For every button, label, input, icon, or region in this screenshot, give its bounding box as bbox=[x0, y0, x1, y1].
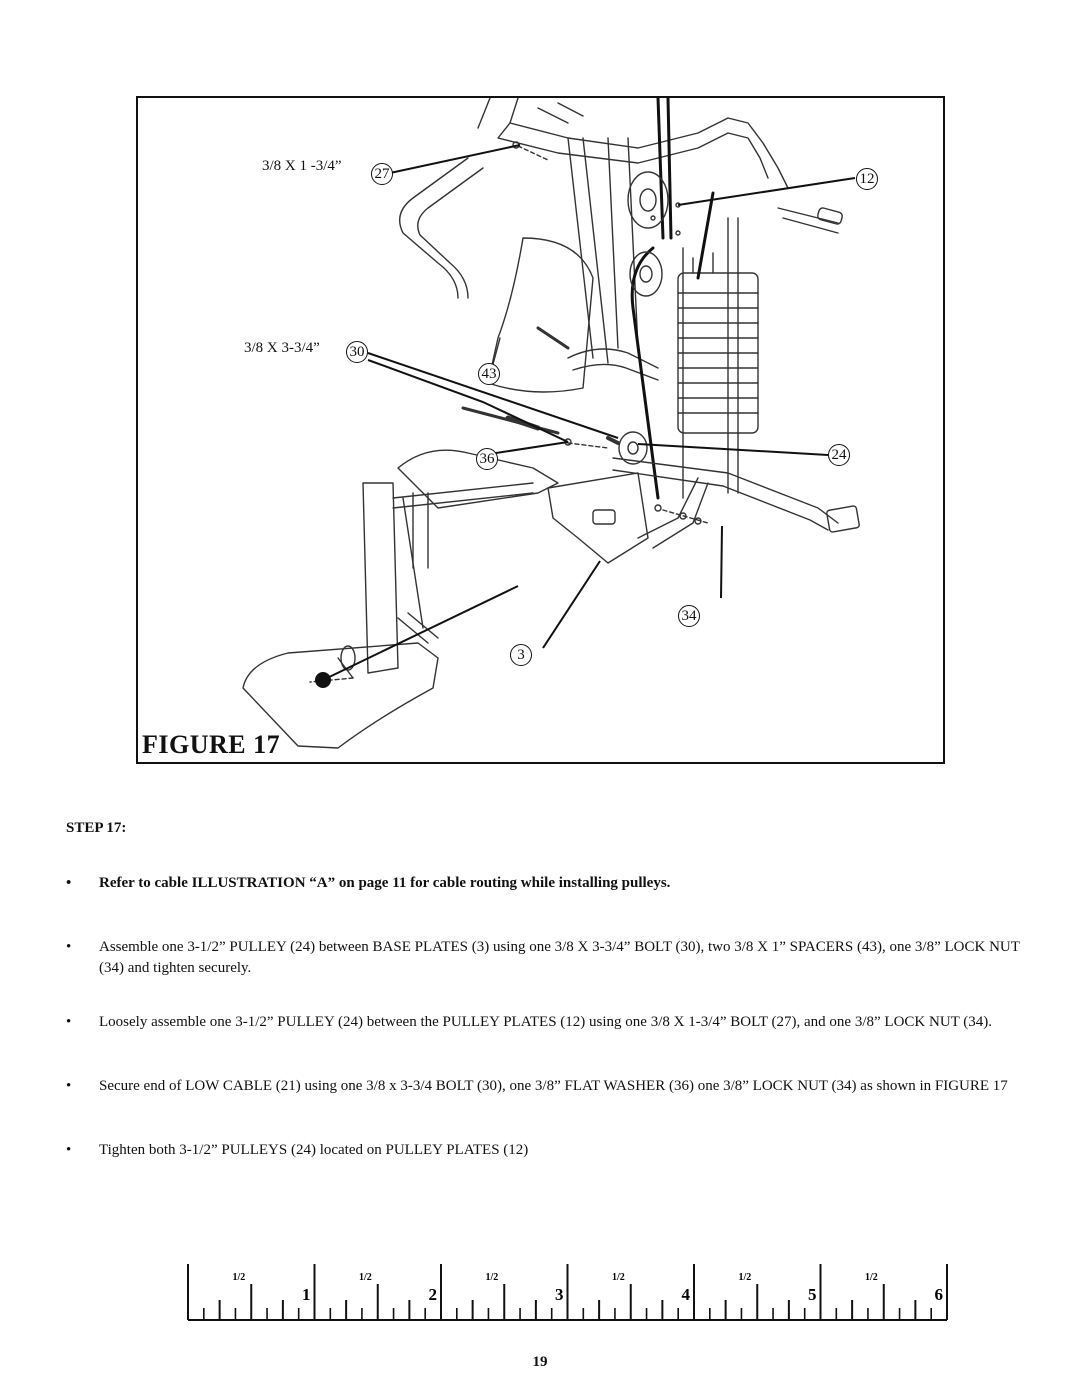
ruler-inch-label: 4 bbox=[682, 1285, 691, 1304]
bullet-icon: • bbox=[66, 939, 72, 955]
instruction-5: • Tighten both 3-1/2” PULLEYS (24) locat… bbox=[66, 1140, 1026, 1161]
instruction-text: Tighten both 3-1/2” PULLEYS (24) located… bbox=[99, 1142, 529, 1158]
gym-assembly-drawing bbox=[242, 98, 860, 749]
ruler-half-label: 1/2 bbox=[865, 1272, 878, 1283]
bullet-icon: • bbox=[66, 1142, 72, 1158]
page-number: 19 bbox=[532, 1354, 548, 1370]
ruler-half-label: 1/2 bbox=[485, 1272, 498, 1283]
instruction-1: • Refer to cable ILLUSTRATION “A” on pag… bbox=[66, 873, 1026, 894]
ruler-inch-label: 1 bbox=[302, 1285, 311, 1304]
bolt-27-size-label: 3/8 X 1 -3/4” bbox=[262, 158, 342, 174]
figure-caption: FIGURE 17 bbox=[142, 730, 281, 759]
instruction-text: Refer to cable ILLUSTRATION “A” on page … bbox=[99, 875, 671, 891]
ruler-inch-label: 3 bbox=[555, 1285, 564, 1304]
ruler-half-label: 1/2 bbox=[738, 1272, 751, 1283]
ruler-inch-label: 6 bbox=[935, 1285, 944, 1304]
callout-43: 43 bbox=[478, 363, 500, 385]
step-heading: STEP 17: bbox=[66, 820, 127, 836]
callout-24: 24 bbox=[828, 444, 850, 466]
callout-12: 12 bbox=[856, 168, 878, 190]
back-pad bbox=[487, 237, 594, 393]
ruler-graphic: 01/211/221/231/241/251/26 bbox=[187, 1264, 948, 1321]
figure-17-illustration: 3/8 X 1 -3/4” 27 12 3/8 X 3-3/4” 30 43 3… bbox=[136, 96, 945, 764]
bullet-icon: • bbox=[66, 1014, 72, 1030]
ruler-half-label: 1/2 bbox=[232, 1272, 245, 1283]
instruction-text: Assemble one 3-1/2” PULLEY (24) between … bbox=[99, 939, 1020, 976]
ruler-half-label: 1/2 bbox=[359, 1272, 372, 1283]
callout-27: 27 bbox=[371, 163, 393, 185]
instruction-text: Loosely assemble one 3-1/2” PULLEY (24) … bbox=[99, 1014, 993, 1030]
press-arm bbox=[477, 98, 789, 189]
lower-pulley bbox=[618, 431, 648, 465]
ruler-inch-label: 5 bbox=[808, 1285, 817, 1304]
callout-36: 36 bbox=[476, 448, 498, 470]
ruler-inch-label: 2 bbox=[429, 1285, 438, 1304]
bolt-30-size-label: 3/8 X 3-3/4” bbox=[244, 340, 320, 356]
leg-bar bbox=[362, 482, 399, 674]
ruler-half-label: 1/2 bbox=[612, 1272, 625, 1283]
top-pulley bbox=[627, 171, 669, 229]
instruction-text: Secure end of LOW CABLE (21) using one 3… bbox=[99, 1078, 1008, 1094]
foot-plate bbox=[242, 642, 439, 749]
callout-34: 34 bbox=[678, 605, 700, 627]
callout-3: 3 bbox=[510, 644, 532, 666]
bullet-icon: • bbox=[66, 875, 72, 891]
base-plate bbox=[547, 472, 649, 564]
callout-30: 30 bbox=[346, 341, 368, 363]
bullet-icon: • bbox=[66, 1078, 72, 1094]
instruction-3: • Loosely assemble one 3-1/2” PULLEY (24… bbox=[66, 1012, 1026, 1033]
inch-ruler: 01/211/221/231/241/251/26 bbox=[186, 1262, 950, 1324]
instruction-2: • Assemble one 3-1/2” PULLEY (24) betwee… bbox=[66, 937, 1026, 979]
seat-pad bbox=[397, 449, 559, 509]
base-frame bbox=[612, 457, 839, 531]
instruction-4: • Secure end of LOW CABLE (21) using one… bbox=[66, 1076, 1026, 1097]
